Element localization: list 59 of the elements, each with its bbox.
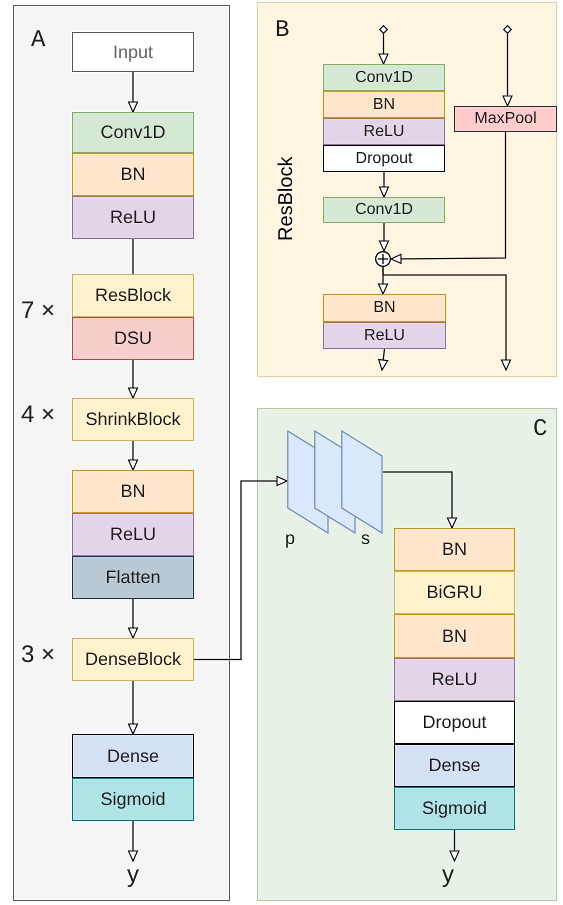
arrow (194, 476, 288, 660)
arrow (128, 360, 138, 399)
arrow (128, 681, 138, 735)
panel-label: C (533, 418, 548, 442)
layer-box: Sigmoid (72, 778, 194, 821)
connector-line (132, 239, 134, 274)
output-label: y (118, 861, 148, 895)
layer-box: ReLU (323, 322, 446, 349)
layer-box: BN (72, 153, 194, 196)
layer-box: BN (394, 614, 515, 658)
layer-box: Dropout (394, 701, 515, 744)
arrow (128, 441, 138, 471)
layer-box: BN (323, 294, 446, 322)
layer-box: ReLU (394, 658, 515, 701)
layer-box: BN (72, 470, 194, 513)
layer-box: Conv1D (72, 112, 194, 153)
arrow (378, 172, 390, 198)
layer-box: ReLU (72, 196, 194, 239)
input-box: Input (72, 32, 194, 72)
panel-label: B (275, 19, 290, 43)
panel-background (257, 408, 557, 901)
arrow (382, 267, 512, 371)
arrow (502, 34, 513, 107)
arrow (128, 821, 138, 862)
layer-box: BN (394, 528, 515, 571)
arrow (449, 830, 460, 862)
layer-box: Sigmoid (394, 787, 515, 830)
block-title: ResBlock (276, 156, 296, 241)
layer-box: DenseBlock (72, 638, 194, 681)
panel-background (257, 2, 557, 377)
layer-box: Dense (72, 734, 194, 778)
layer-box: BiGRU (394, 571, 515, 614)
repeat-count: 4 × (21, 403, 56, 427)
layer-box: ReLU (323, 118, 445, 145)
arrow (128, 599, 138, 639)
layer-box: Dense (394, 744, 515, 787)
layer-box: Conv1D (323, 64, 445, 91)
arrow (378, 34, 389, 65)
arrow (383, 471, 458, 529)
arrow (378, 223, 390, 252)
layer-box: ResBlock (72, 274, 194, 317)
arrow (390, 132, 506, 264)
arrow (128, 72, 138, 113)
output-label: y (433, 861, 463, 895)
layer-box: BN (323, 91, 445, 118)
repeat-count: 7 × (21, 299, 56, 323)
layer-box: Flatten (72, 556, 194, 599)
panel-background (13, 5, 230, 901)
repeat-count: 3 × (21, 643, 56, 667)
arrow (378, 348, 388, 371)
layer-box: MaxPool (454, 106, 557, 132)
layer-box: ReLU (72, 513, 194, 556)
channel-label: p (285, 529, 296, 547)
layer-box: Conv1D (323, 197, 445, 223)
layer-box: DSU (72, 317, 194, 360)
layer-box: ShrinkBlock (72, 398, 194, 441)
channel-label: s (361, 529, 370, 547)
panel-label: A (31, 29, 46, 53)
layer-box: Dropout (323, 145, 445, 172)
